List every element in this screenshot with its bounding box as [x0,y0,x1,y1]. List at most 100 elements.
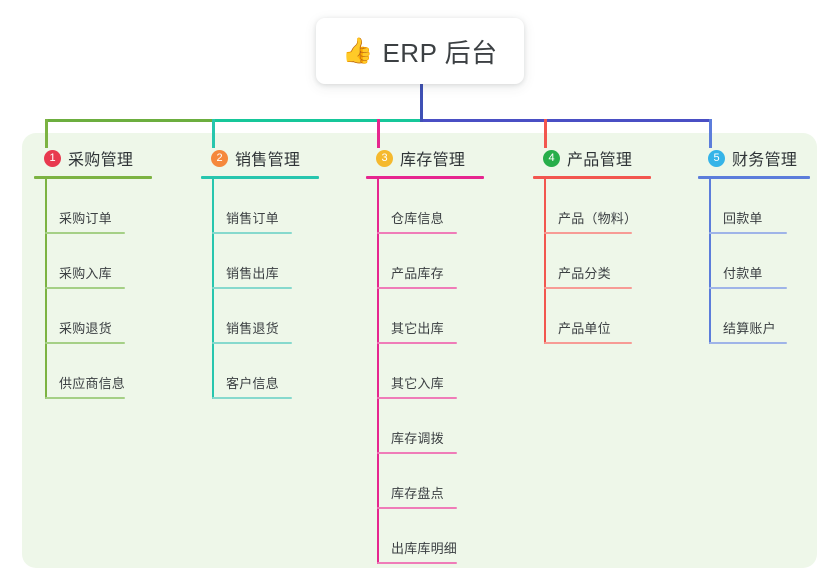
list-item-underline [377,287,457,289]
column-5: 5 财务管理回款单付款单结算账户 [698,145,839,344]
root-node-title: ERP 后台 [382,37,498,68]
list-item[interactable]: 其它入库 [366,344,516,399]
column-title: 采购管理 [68,152,134,169]
root-node[interactable]: 👍 ERP 后台 [316,18,524,84]
list-item-label: 销售退货 [226,321,279,336]
list-item-underline [45,397,125,399]
column-header-3[interactable]: 3 库存管理 [366,145,516,171]
background-panel [22,133,817,568]
column-title: 库存管理 [400,152,466,169]
column-title: 产品管理 [567,152,633,169]
list-item-label: 产品库存 [391,266,444,281]
list-item-label: 供应商信息 [59,376,126,391]
list-item-label: 仓库信息 [391,211,444,226]
column-items: 销售订单销售出库销售退货客户信息 [201,179,351,399]
list-item[interactable]: 产品单位 [533,289,683,344]
column-1: 1 采购管理采购订单采购入库采购退货供应商信息 [34,145,184,399]
column-title: 财务管理 [732,152,798,169]
list-item-underline [45,232,125,234]
list-item-underline [377,452,457,454]
list-item-underline [377,232,457,234]
list-item-label: 结算账户 [723,321,776,336]
list-item-underline [544,287,632,289]
list-item-underline [377,507,457,509]
list-item-underline [45,287,125,289]
column-badge-icon: 1 [44,149,61,167]
column-header-4[interactable]: 4 产品管理 [533,145,683,171]
list-item[interactable]: 销售订单 [201,179,351,234]
list-item[interactable]: 其它出库 [366,289,516,344]
list-item-label: 采购入库 [59,266,112,281]
list-item[interactable]: 销售出库 [201,234,351,289]
list-item-underline [544,232,632,234]
list-item[interactable]: 仓库信息 [366,179,516,234]
list-item-label: 采购退货 [59,321,112,336]
list-item-label: 销售订单 [226,211,279,226]
list-item-underline [212,232,292,234]
list-item[interactable]: 产品分类 [533,234,683,289]
list-item-underline [377,342,457,344]
list-item-underline [709,342,787,344]
column-3: 3 库存管理仓库信息产品库存其它出库其它入库库存调拨库存盘点出库库明细 [366,145,516,564]
list-item-label: 产品单位 [558,321,611,336]
column-4: 4 产品管理产品（物料） 产品分类产品单位 [533,145,683,344]
list-item-underline [544,342,632,344]
list-item[interactable]: 结算账户 [698,289,839,344]
list-item-label: 付款单 [723,266,763,281]
list-item[interactable]: 产品库存 [366,234,516,289]
list-item[interactable]: 付款单 [698,234,839,289]
list-item-label: 销售出库 [226,266,279,281]
list-item[interactable]: 采购订单 [34,179,184,234]
thumbs-up-icon: 👍 [342,36,374,65]
list-item-label: 其它出库 [391,321,444,336]
column-badge-icon: 4 [543,149,560,167]
list-item[interactable]: 库存调拨 [366,399,516,454]
list-item-underline [377,562,457,564]
list-item-underline [45,342,125,344]
list-item-label: 出库库明细 [391,541,458,556]
column-items: 产品（物料） 产品分类产品单位 [533,179,683,344]
list-item-label: 库存调拨 [391,431,444,446]
trunk-segment-right [420,119,712,122]
list-item-underline [212,287,292,289]
list-item[interactable]: 客户信息 [201,344,351,399]
list-item-label: 其它入库 [391,376,444,391]
column-divider [533,176,651,179]
list-item[interactable]: 产品（物料） [533,179,683,234]
column-divider [201,176,319,179]
root-node-content: 👍 ERP 后台 [342,33,497,70]
column-items: 仓库信息产品库存其它出库其它入库库存调拨库存盘点出库库明细 [366,179,516,564]
list-item[interactable]: 采购入库 [34,234,184,289]
list-item-label: 产品（物料） [558,211,638,226]
trunk-segment-middle [212,119,420,122]
list-item[interactable]: 销售退货 [201,289,351,344]
column-spine [544,179,546,344]
list-item[interactable]: 采购退货 [34,289,184,344]
list-item[interactable]: 出库库明细 [366,509,516,564]
list-item[interactable]: 回款单 [698,179,839,234]
list-item-underline [377,397,457,399]
list-item-underline [709,287,787,289]
column-title: 销售管理 [235,152,301,169]
list-item[interactable]: 供应商信息 [34,344,184,399]
column-items: 采购订单采购入库采购退货供应商信息 [34,179,184,399]
column-spine [709,179,711,344]
column-spine [45,179,47,399]
column-divider [34,176,152,179]
column-header-5[interactable]: 5 财务管理 [698,145,839,171]
list-item-label: 采购订单 [59,211,112,226]
root-stem [420,84,423,122]
column-divider [698,176,810,179]
list-item[interactable]: 库存盘点 [366,454,516,509]
list-item-underline [212,397,292,399]
column-badge-icon: 3 [376,149,393,167]
column-divider [366,176,484,179]
list-item-underline [709,232,787,234]
list-item-underline [212,342,292,344]
column-header-1[interactable]: 1 采购管理 [34,145,184,171]
column-badge-icon: 5 [708,149,725,167]
list-item-label: 库存盘点 [391,486,444,501]
